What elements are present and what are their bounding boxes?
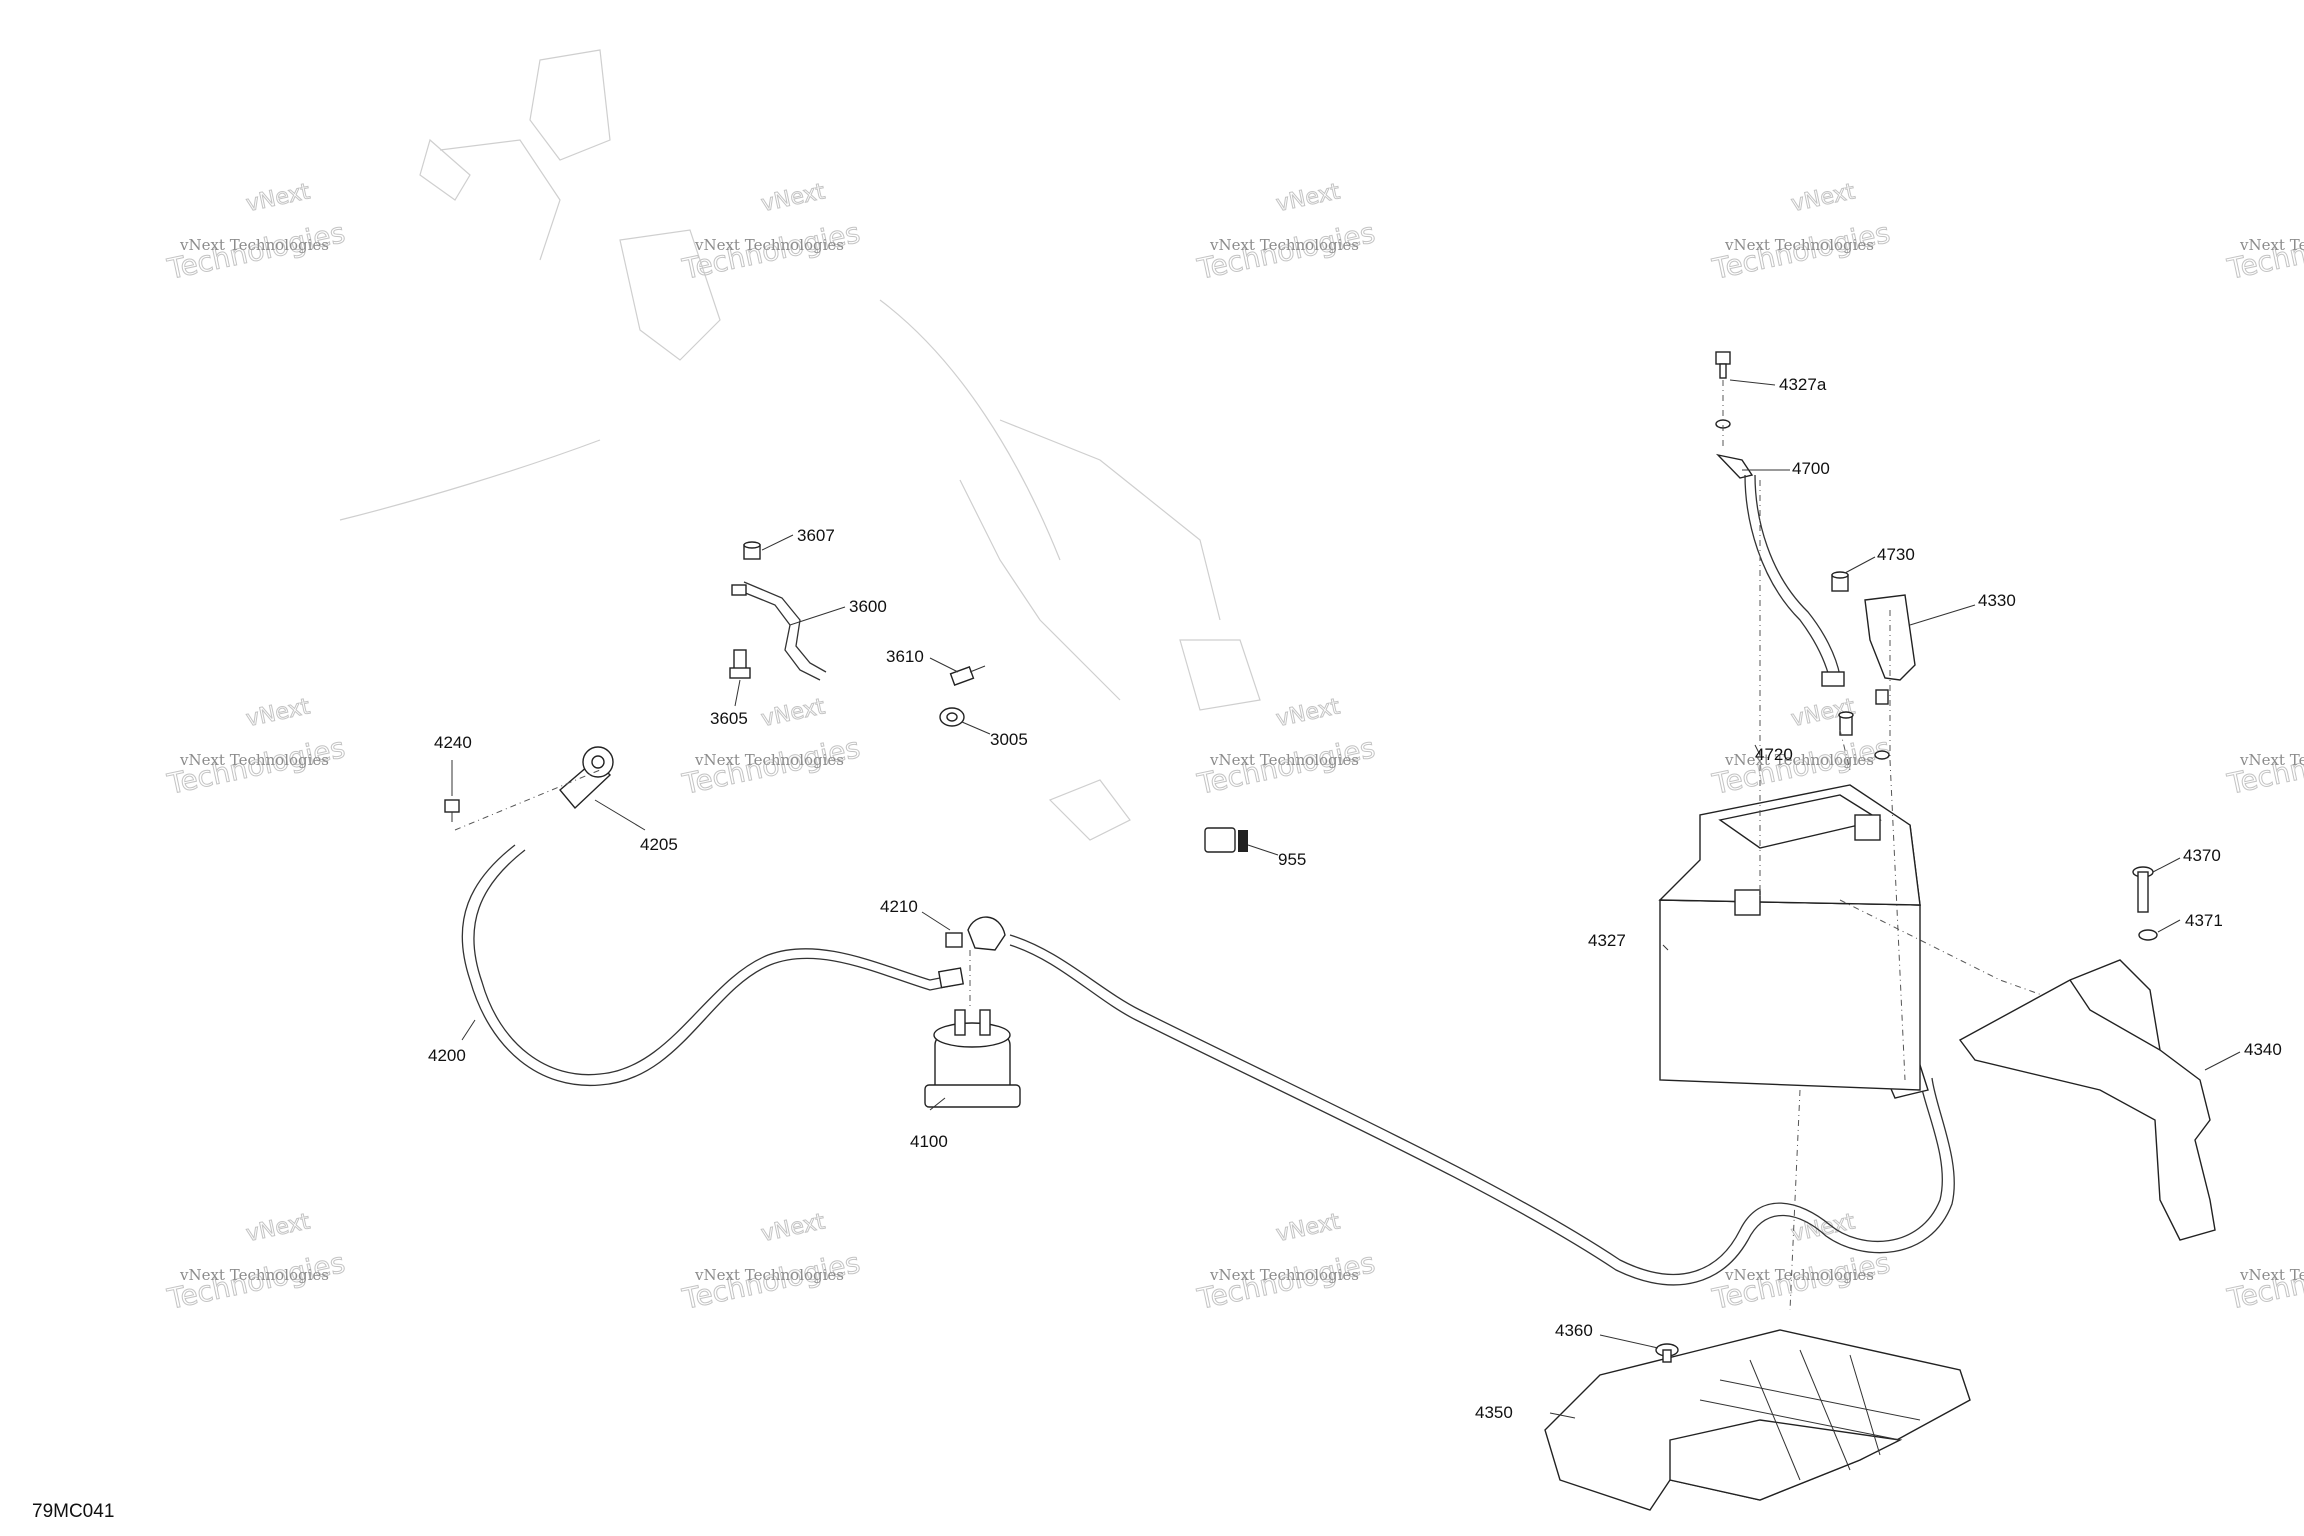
svg-text:vNext: vNext	[1274, 694, 1342, 732]
ground-strap-3600	[731, 581, 827, 681]
callout-4100: 4100	[910, 1132, 948, 1151]
nut-4210	[945, 932, 963, 948]
svg-text:vNext Technologies: vNext Technologies	[694, 236, 844, 254]
callout-labels: 3607 3600 3610 3605 3005 4240 4205 4210 …	[428, 375, 2282, 1422]
svg-text:vNext: vNext	[1789, 179, 1857, 217]
svg-text:vNext Technologies: vNext Technologies	[694, 751, 844, 769]
watermark-tile: Technologies vNext vNext Technologies	[1194, 179, 1379, 287]
callout-4720: 4720	[1755, 745, 1793, 764]
bolt-4240	[444, 799, 460, 822]
terminal-cover-4330	[1864, 594, 1916, 681]
callout-3005: 3005	[990, 730, 1028, 749]
bolt-3605	[729, 649, 751, 679]
svg-text:vNext Technologies: vNext Technologies	[2239, 236, 2304, 254]
svg-text:vNext Technologies: vNext Technologies	[179, 236, 329, 254]
nut-4730	[1831, 571, 1849, 592]
watermark-group: Technologies vNext vNext Technologies Te…	[164, 179, 2304, 1317]
bolts-4720	[1838, 689, 1890, 760]
assembly-lines	[969, 380, 2141, 1311]
terminal-boot-4205	[559, 746, 614, 810]
callout-4371: 4371	[2185, 911, 2223, 930]
watermark-tile: Technologies vNext vNext Technologies	[679, 179, 864, 287]
watermark-tile: Technologies vNext vNext Technologies	[1709, 694, 1894, 802]
svg-text:vNext: vNext	[244, 1209, 312, 1247]
callout-4730: 4730	[1877, 545, 1915, 564]
nut-3005	[939, 707, 965, 727]
svg-text:vNext: vNext	[244, 694, 312, 732]
watermark-tile: Technologies vNext vNext Technologies	[1194, 694, 1379, 802]
callout-3610: 3610	[886, 647, 924, 666]
negative-cable-4700	[1715, 453, 1845, 687]
callout-3600: 3600	[849, 597, 887, 616]
leader-lines	[451, 379, 2241, 1419]
callout-3607: 3607	[797, 526, 835, 545]
callout-4210: 4210	[880, 897, 918, 916]
callout-4327a: 4327a	[1779, 375, 1827, 394]
watermark-tile: Technologies vNext vNext Technologies	[2224, 179, 2304, 287]
svg-text:vNext Technologies: vNext Technologies	[1724, 236, 1874, 254]
screw-3610	[949, 665, 986, 686]
svg-text:vNext Technologies: vNext Technologies	[1209, 236, 1359, 254]
callout-4340: 4340	[2244, 1040, 2282, 1059]
svg-text:vNext Technologies: vNext Technologies	[1724, 1266, 1874, 1284]
svg-text:vNext: vNext	[759, 179, 827, 217]
svg-text:vNext Technologies: vNext Technologies	[2239, 751, 2304, 769]
svg-text:vNext Technologies: vNext Technologies	[179, 1266, 329, 1284]
screw-4370	[2132, 866, 2154, 913]
watermark-tile: Technologies vNext vNext Technologies	[2224, 694, 2304, 802]
svg-text:vNext Technologies: vNext Technologies	[694, 1266, 844, 1284]
callout-4327: 4327	[1588, 931, 1626, 950]
callout-4330: 4330	[1978, 591, 2016, 610]
bracket-4340	[1958, 959, 2216, 1241]
svg-text:vNext: vNext	[759, 694, 827, 732]
callout-3605: 3605	[710, 709, 748, 728]
watermark-tile: Technologies vNext vNext Technologies	[2224, 1209, 2304, 1317]
svg-text:vNext Technologies: vNext Technologies	[1209, 1266, 1359, 1284]
svg-text:vNext: vNext	[1274, 179, 1342, 217]
callout-4240: 4240	[434, 733, 472, 752]
watermark-tile: Technologies vNext vNext Technologies	[164, 179, 349, 287]
callout-4360: 4360	[1555, 1321, 1593, 1340]
svg-text:vNext: vNext	[1789, 1209, 1857, 1247]
svg-text:vNext Technologies: vNext Technologies	[2239, 1266, 2304, 1284]
nut-3607	[743, 541, 761, 560]
callout-4200: 4200	[428, 1046, 466, 1065]
watermark-tile: Technologies vNext vNext Technologies	[1709, 1209, 1894, 1317]
solenoid-4100	[924, 1009, 1021, 1108]
callout-955: 955	[1278, 850, 1306, 869]
svg-text:vNext Technologies: vNext Technologies	[1209, 751, 1359, 769]
watermark-tile: Technologies vNext vNext Technologies	[679, 694, 864, 802]
washer-4371	[2138, 929, 2158, 941]
watermark-tile: Technologies vNext vNext Technologies	[1194, 1209, 1379, 1317]
figure-code: 79MC041	[32, 1501, 114, 1522]
callout-4350: 4350	[1475, 1403, 1513, 1422]
relay-955	[1204, 827, 1248, 853]
watermark-tile: Technologies vNext vNext Technologies	[164, 694, 349, 802]
battery-tray-4350	[1544, 1329, 1971, 1511]
bolt-4327a	[1715, 351, 1731, 429]
svg-text:vNext: vNext	[244, 179, 312, 217]
watermark-tile: Technologies vNext vNext Technologies	[679, 1209, 864, 1317]
battery-4327	[1658, 784, 1921, 1091]
callout-4700: 4700	[1792, 459, 1830, 478]
watermark-tile: Technologies vNext vNext Technologies	[1709, 179, 1894, 287]
watermark-tile: Technologies vNext vNext Technologies	[164, 1209, 349, 1317]
svg-text:vNext Technologies: vNext Technologies	[179, 751, 329, 769]
screw-4360	[1655, 1343, 1679, 1363]
svg-text:vNext: vNext	[1274, 1209, 1342, 1247]
callout-4205: 4205	[640, 835, 678, 854]
frame-ghost-outline	[339, 49, 1261, 841]
svg-text:vNext Technologies: vNext Technologies	[1724, 751, 1874, 769]
svg-text:vNext: vNext	[759, 1209, 827, 1247]
callout-4370: 4370	[2183, 846, 2221, 865]
cable-4200	[461, 844, 965, 1087]
